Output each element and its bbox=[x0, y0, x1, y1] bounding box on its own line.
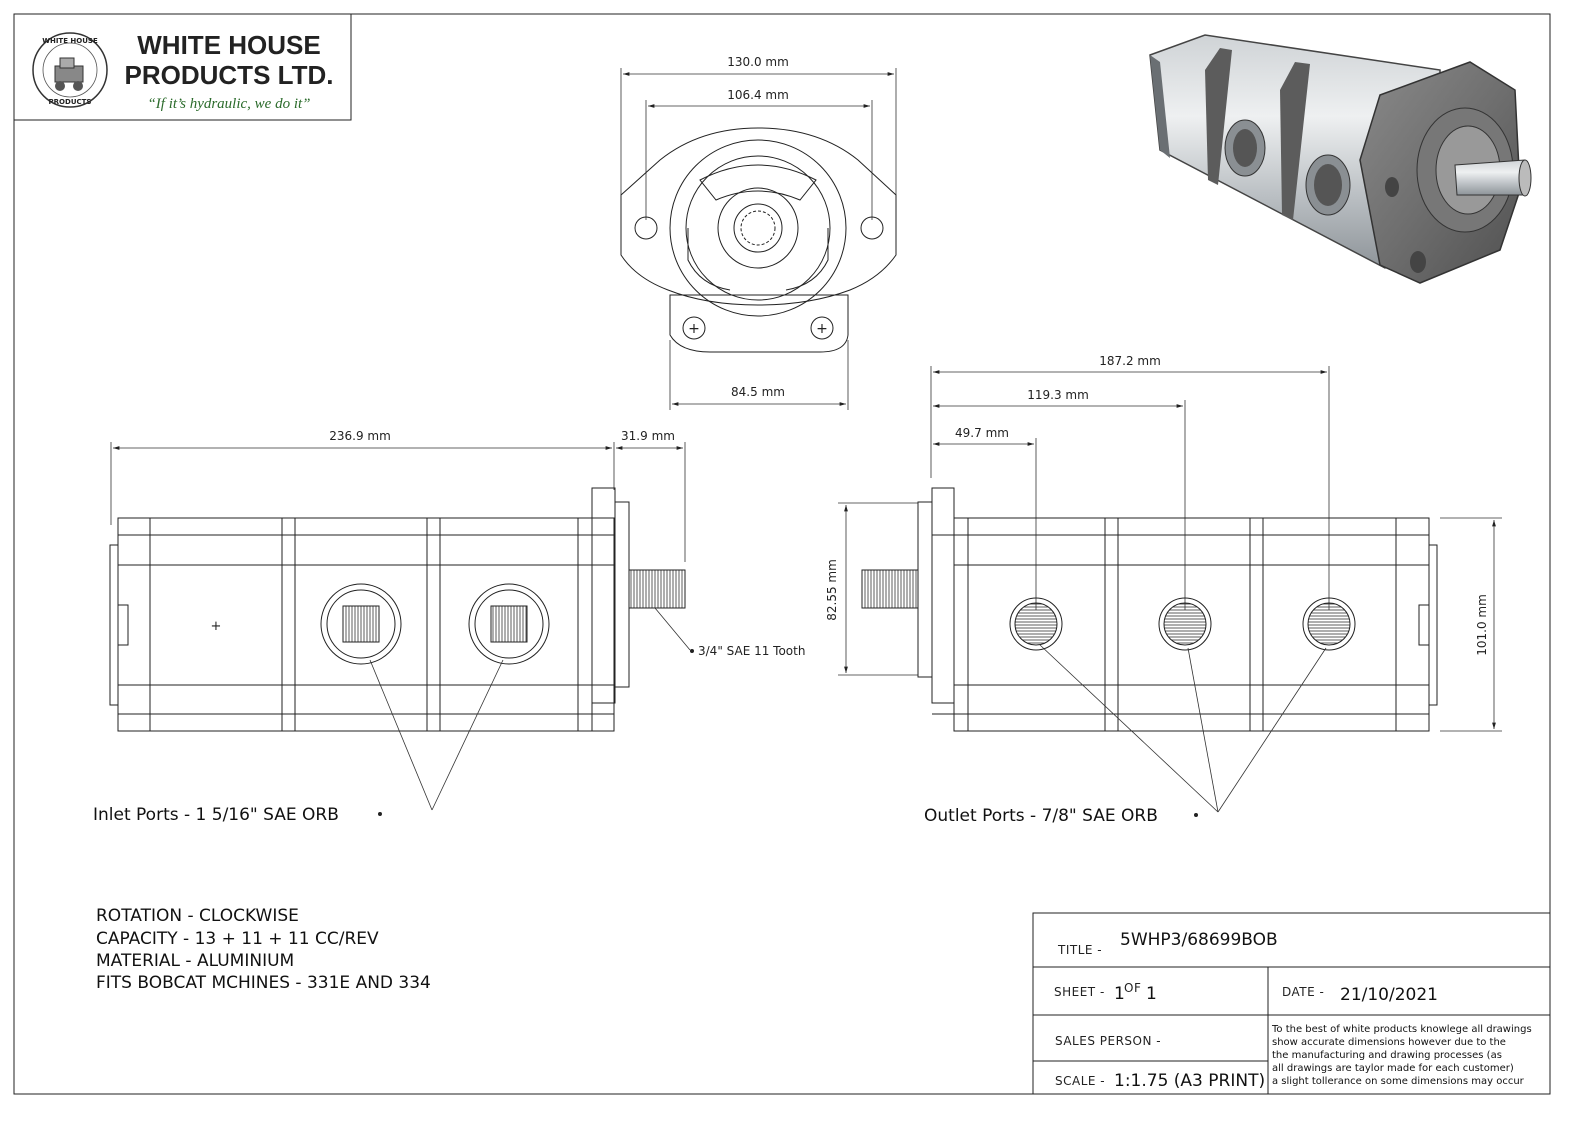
title-label: TITLE - bbox=[1057, 943, 1102, 957]
logo-seal: WHITE HOUSE PRODUCTS bbox=[32, 32, 108, 108]
date-label: DATE - bbox=[1282, 985, 1324, 999]
spec-capacity: CAPACITY - 13 + 11 + 11 CC/REV bbox=[96, 929, 379, 949]
svg-text:+: + bbox=[688, 321, 700, 337]
dim-119: 119.3 mm bbox=[1027, 388, 1089, 402]
scale-label: SCALE - bbox=[1055, 1074, 1105, 1088]
front-view: 130.0 mm 106.4 mm + + 84.5 mm bbox=[620, 55, 897, 410]
pump-3d-render bbox=[1149, 34, 1532, 284]
spec-fits: FITS BOBCAT MCHINES - 331E AND 334 bbox=[96, 973, 431, 993]
side-view-left: 236.9 mm 31.9 mm + 3/4" SAE 11 Tooth bbox=[93, 429, 805, 825]
dim-130: 130.0 mm bbox=[727, 55, 789, 69]
dim-84: 84.5 mm bbox=[731, 385, 785, 399]
scale-value: 1:1.75 (A3 PRINT) bbox=[1114, 1071, 1265, 1091]
disclaimer-line-2: show accurate dimensions however due to … bbox=[1272, 1037, 1506, 1048]
disclaimer-line-4: all drawings are taylor made for each cu… bbox=[1272, 1063, 1514, 1074]
dim-82: 82.55 mm bbox=[825, 559, 839, 621]
spec-notes: ROTATION - CLOCKWISE CAPACITY - 13 + 11 … bbox=[96, 906, 431, 993]
sheet-of: OF bbox=[1124, 981, 1141, 995]
spec-material: MATERIAL - ALUMINIUM bbox=[96, 951, 294, 971]
dim-236: 236.9 mm bbox=[329, 429, 391, 443]
dim-106: 106.4 mm bbox=[727, 88, 789, 102]
side-view-right: 187.2 mm 119.3 mm 49.7 mm 82.55 mm 101.0… bbox=[825, 354, 1502, 826]
dim-31: 31.9 mm bbox=[621, 429, 675, 443]
disclaimer-line-1: To the best of white products knowlege a… bbox=[1271, 1024, 1532, 1035]
spec-rotation: ROTATION - CLOCKWISE bbox=[96, 906, 299, 926]
outlet-ports-callout: Outlet Ports - 7/8" SAE ORB bbox=[924, 806, 1158, 826]
title-value: 5WHP3/68699BOB bbox=[1120, 930, 1278, 950]
logo-line2: PRODUCTS LTD. bbox=[125, 60, 334, 90]
sheet-total: 1 bbox=[1146, 984, 1157, 1004]
svg-text:PRODUCTS: PRODUCTS bbox=[49, 98, 92, 106]
svg-text:+: + bbox=[211, 619, 222, 634]
company-logo: WHITE HOUSE PRODUCTS WHITE HOUSE PRODUCT… bbox=[13, 13, 352, 121]
date-value: 21/10/2021 bbox=[1340, 985, 1438, 1005]
logo-line1: WHITE HOUSE bbox=[137, 30, 320, 60]
sales-label: SALES PERSON - bbox=[1055, 1034, 1161, 1048]
dim-49: 49.7 mm bbox=[955, 426, 1009, 440]
sheet-label: SHEET - bbox=[1054, 985, 1105, 999]
disclaimer-line-5: a slight tollerance on some dimensions m… bbox=[1272, 1076, 1525, 1087]
sheet-number: 1 bbox=[1114, 984, 1125, 1004]
sheet-border bbox=[13, 13, 1551, 1095]
dim-187: 187.2 mm bbox=[1099, 354, 1161, 368]
logo-tagline: “If it’s hydraulic, we do it” bbox=[147, 96, 310, 112]
svg-text:+: + bbox=[816, 321, 828, 337]
inlet-ports-callout: Inlet Ports - 1 5/16" SAE ORB bbox=[93, 805, 339, 825]
shaft-callout: 3/4" SAE 11 Tooth bbox=[698, 644, 805, 658]
disclaimer-line-3: the manufacturing and drawing processes … bbox=[1272, 1050, 1502, 1061]
dim-101: 101.0 mm bbox=[1475, 594, 1489, 656]
svg-text:WHITE HOUSE: WHITE HOUSE bbox=[42, 37, 98, 45]
title-block: TITLE - 5WHP3/68699BOB SHEET - 1 OF 1 DA… bbox=[1032, 912, 1551, 1095]
